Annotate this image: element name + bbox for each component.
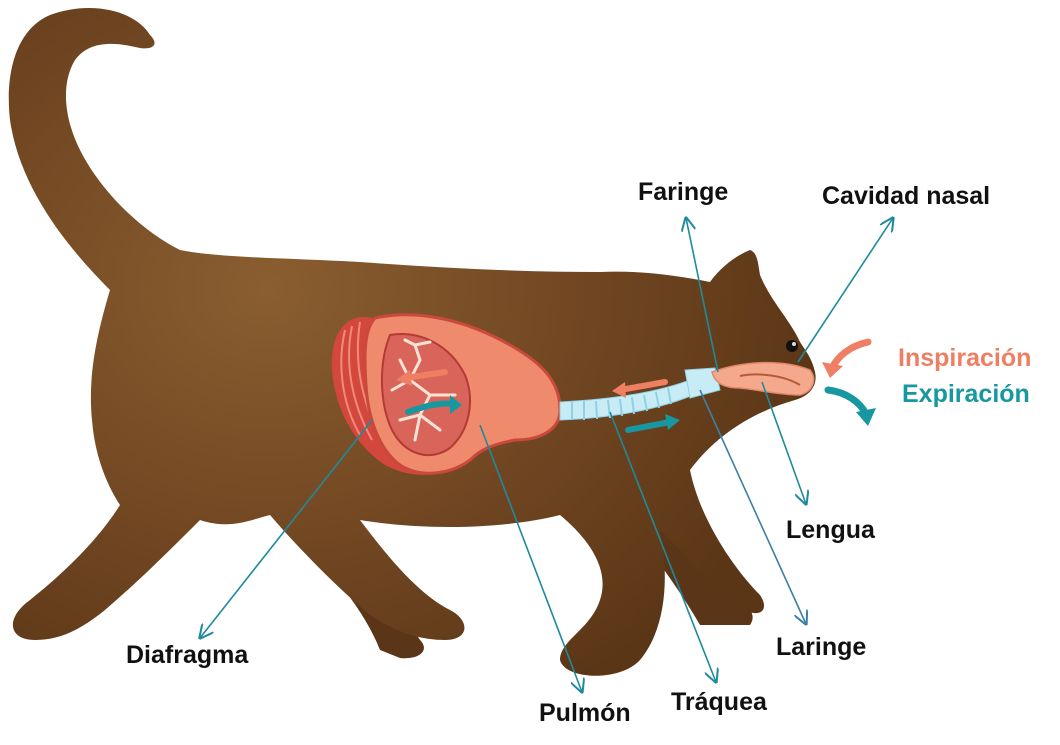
- label-cavidad-nasal: Cavidad nasal: [822, 182, 991, 210]
- legend-inspiracion: Inspiración: [898, 344, 1032, 372]
- label-traquea: Tráquea: [671, 688, 767, 716]
- leader-pulmon: [479, 424, 582, 692]
- label-laringe: Laringe: [776, 633, 867, 661]
- leader-lengua: [761, 381, 806, 504]
- leader-lines: [200, 218, 893, 692]
- external-expiration-arrow: [824, 386, 870, 418]
- leader-cavidad-nasal: [797, 218, 893, 363]
- lung-inspiration-arrow: [402, 369, 448, 381]
- leader-diafragma: [200, 419, 373, 638]
- external-inspiration-arrow: [828, 338, 872, 372]
- lung: [363, 313, 562, 475]
- label-pulmon: Pulmón: [539, 699, 631, 727]
- label-diafragma: Diafragma: [126, 641, 249, 669]
- legend-expiracion: Expiración: [902, 380, 1030, 408]
- external-breathing-arrows: [822, 338, 876, 426]
- bronchi: [390, 338, 457, 442]
- leader-faringe: [686, 218, 719, 373]
- nasal-cavity: [711, 361, 815, 396]
- flow-arrows: [396, 369, 680, 433]
- label-lengua: Lengua: [786, 516, 875, 544]
- leader-traquea: [609, 411, 716, 682]
- expiration-flow-arrow: [625, 419, 673, 433]
- cat-eye: [786, 340, 798, 352]
- trachea: [559, 367, 721, 421]
- inspiration-flow-arrow: [617, 379, 668, 393]
- label-faringe: Faringe: [638, 178, 729, 206]
- leader-laringe: [699, 389, 806, 624]
